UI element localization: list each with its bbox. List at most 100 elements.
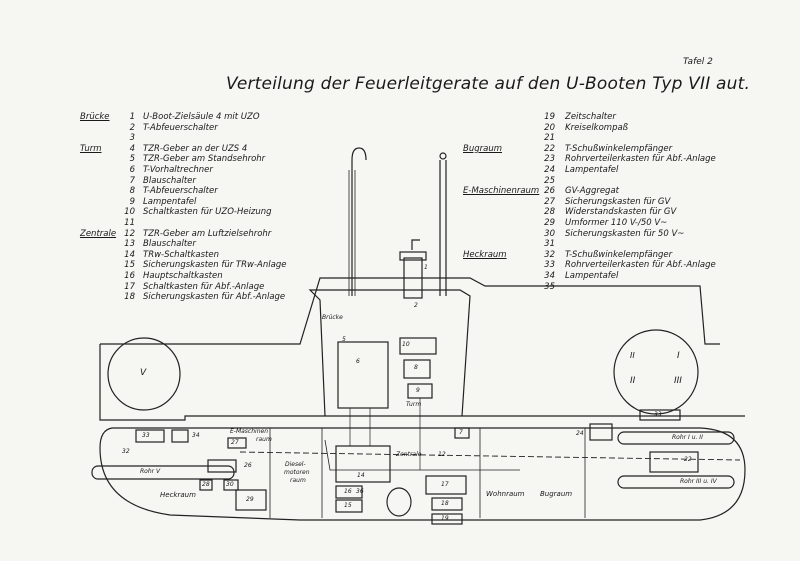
label-rohr-12: Rohr I u. II (672, 434, 703, 441)
periscope-left-body (348, 170, 356, 296)
legend-number: 21 (544, 133, 555, 144)
box-label-12: 12 (438, 451, 446, 458)
box-6 (337, 341, 389, 409)
box-label-30: 30 (226, 481, 234, 488)
legend-text: Hauptschaltkasten (143, 271, 223, 281)
legend-number: 32 (544, 249, 555, 260)
legend-number: 34 (544, 271, 555, 281)
box-18 (431, 497, 463, 511)
label-wohnraum: Wohnraum (486, 490, 525, 498)
legend-text: T-Vorhaltrechner (143, 165, 213, 175)
box-8 (403, 359, 431, 379)
box-label-33: 33 (142, 432, 150, 439)
label-emaschinen: E-Maschinen (230, 428, 269, 435)
box-label-2: 2 (414, 302, 418, 309)
legend-text: Schaltkasten für UZO-Heizung (143, 207, 272, 218)
legend-text: Rohrverteilerkasten für Abf.-Anlage (565, 154, 716, 165)
legend-number: 4 (129, 143, 135, 154)
box-30 (223, 479, 239, 491)
legend-number: 25 (544, 175, 555, 186)
box-label-33b: 33 (654, 411, 662, 418)
legend-text: GV-Aggregat (565, 186, 619, 197)
deck-casing (99, 344, 745, 421)
box-label-6: 6 (356, 358, 360, 365)
box-label-10: 10 (402, 341, 410, 348)
box-label-26: 26 (244, 462, 252, 469)
box-label-18: 18 (441, 500, 449, 507)
box-24 (589, 423, 613, 441)
box-label-34: 34 (192, 432, 200, 439)
legend-text: Lampentafel (143, 196, 197, 207)
label-rohr-5: Rohr V (140, 468, 161, 475)
legend-text: Blauschalter (143, 175, 196, 186)
legend-number: 7 (129, 175, 135, 186)
box-label-14: 14 (357, 472, 365, 479)
box-label-32: 32 (122, 448, 130, 455)
legend-section: Heckraum (463, 249, 507, 260)
box-10 (399, 337, 437, 355)
legend-number: 14 (124, 249, 135, 260)
label-diesel-2: motoren (284, 469, 310, 476)
kreiselkompass (386, 487, 412, 517)
legend-number: 26 (544, 186, 555, 197)
legend-text: T-Schußwinkelempfänger (565, 143, 673, 154)
box-label-28: 28 (202, 481, 210, 488)
legend-number: 2 (129, 122, 135, 133)
box-27 (227, 437, 247, 449)
periscope-right (439, 160, 447, 296)
legend-text: TZR-Geber am Luftzielsehrohr (143, 228, 272, 239)
legend-number: 10 (124, 207, 135, 218)
legend-text: Lampentafel (565, 271, 619, 281)
disk-left (107, 337, 181, 411)
corner-note: Tafel 2 (683, 57, 713, 67)
label-heckraum: Heckraum (160, 491, 196, 499)
legend-number: 28 (544, 207, 555, 218)
legend-section: Zentrale (80, 228, 117, 239)
legend-text: T-Abfeuerschalter (143, 186, 218, 197)
legend-number: 11 (124, 218, 135, 228)
box-label-8: 8 (414, 364, 418, 371)
legend-number: 13 (124, 239, 135, 250)
legend-number: 18 (124, 292, 135, 303)
legend-section: Turm (80, 143, 102, 154)
label-bruecke: Brücke (322, 314, 343, 321)
box-label-27: 27 (231, 439, 239, 446)
legend-section: E-Maschinenraum (463, 186, 540, 197)
legend-number: 23 (544, 154, 555, 165)
legend-number: 6 (129, 165, 135, 175)
legend-number: 9 (129, 196, 135, 207)
legend-number: 22 (544, 143, 555, 154)
rohr-12 (617, 431, 735, 445)
box-7 (454, 427, 470, 439)
box-15 (335, 499, 363, 513)
legend-number: 1 (129, 112, 135, 122)
periscope-right-head (439, 152, 447, 160)
box-19 (431, 513, 463, 525)
legend-text: Schaltkasten für Abf.-Anlage (143, 281, 265, 292)
box-26 (207, 459, 237, 473)
box-14 (335, 445, 391, 483)
legend-number: 17 (124, 281, 135, 292)
legend-text: Blauschalter (143, 239, 196, 250)
rohr-34 (617, 475, 735, 489)
legend-text: Umformer 110 V-/50 V~ (565, 218, 668, 228)
legend-text: Sicherungskasten für 50 V~ (565, 228, 685, 239)
legend-number: 15 (124, 260, 135, 271)
label-bugraum: Bugraum (540, 490, 573, 498)
legend-text: T-Schußwinkelempfänger (565, 249, 673, 260)
box-32 (171, 429, 189, 443)
box-label-7: 7 (459, 429, 463, 436)
label-turm: Turm (406, 401, 422, 408)
label-roman-3: III (674, 376, 682, 386)
label-diesel-3: raum (290, 477, 306, 484)
legend-number: 12 (124, 228, 135, 239)
legend-section: Brücke (80, 112, 110, 122)
superstructure (100, 277, 720, 345)
box-label-19: 19 (441, 515, 449, 522)
label-roman-2: II (630, 376, 636, 386)
legend-text: Sicherungskasten für GV (565, 196, 671, 207)
box-label-22: 22 (684, 456, 692, 463)
box-label-1: 1 (424, 264, 428, 271)
box-22 (649, 451, 699, 473)
